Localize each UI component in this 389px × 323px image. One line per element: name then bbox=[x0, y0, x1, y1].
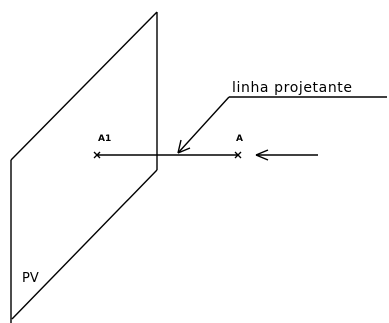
projection-plane bbox=[10, 11, 158, 323]
point-a-marker bbox=[234, 151, 242, 159]
point-a-label: A bbox=[236, 134, 243, 144]
point-a1-marker bbox=[93, 151, 101, 159]
callout-diagonal bbox=[177, 96, 230, 154]
callout-label: linha projetante bbox=[232, 80, 353, 96]
point-a1-label: A1 bbox=[98, 134, 111, 144]
plane-label: PV bbox=[22, 271, 39, 286]
callout-leader bbox=[177, 96, 387, 154]
plane-upper-diagonal bbox=[10, 11, 158, 161]
plane-lower-diagonal bbox=[11, 169, 158, 320]
projection-direction-arrow bbox=[255, 149, 318, 161]
